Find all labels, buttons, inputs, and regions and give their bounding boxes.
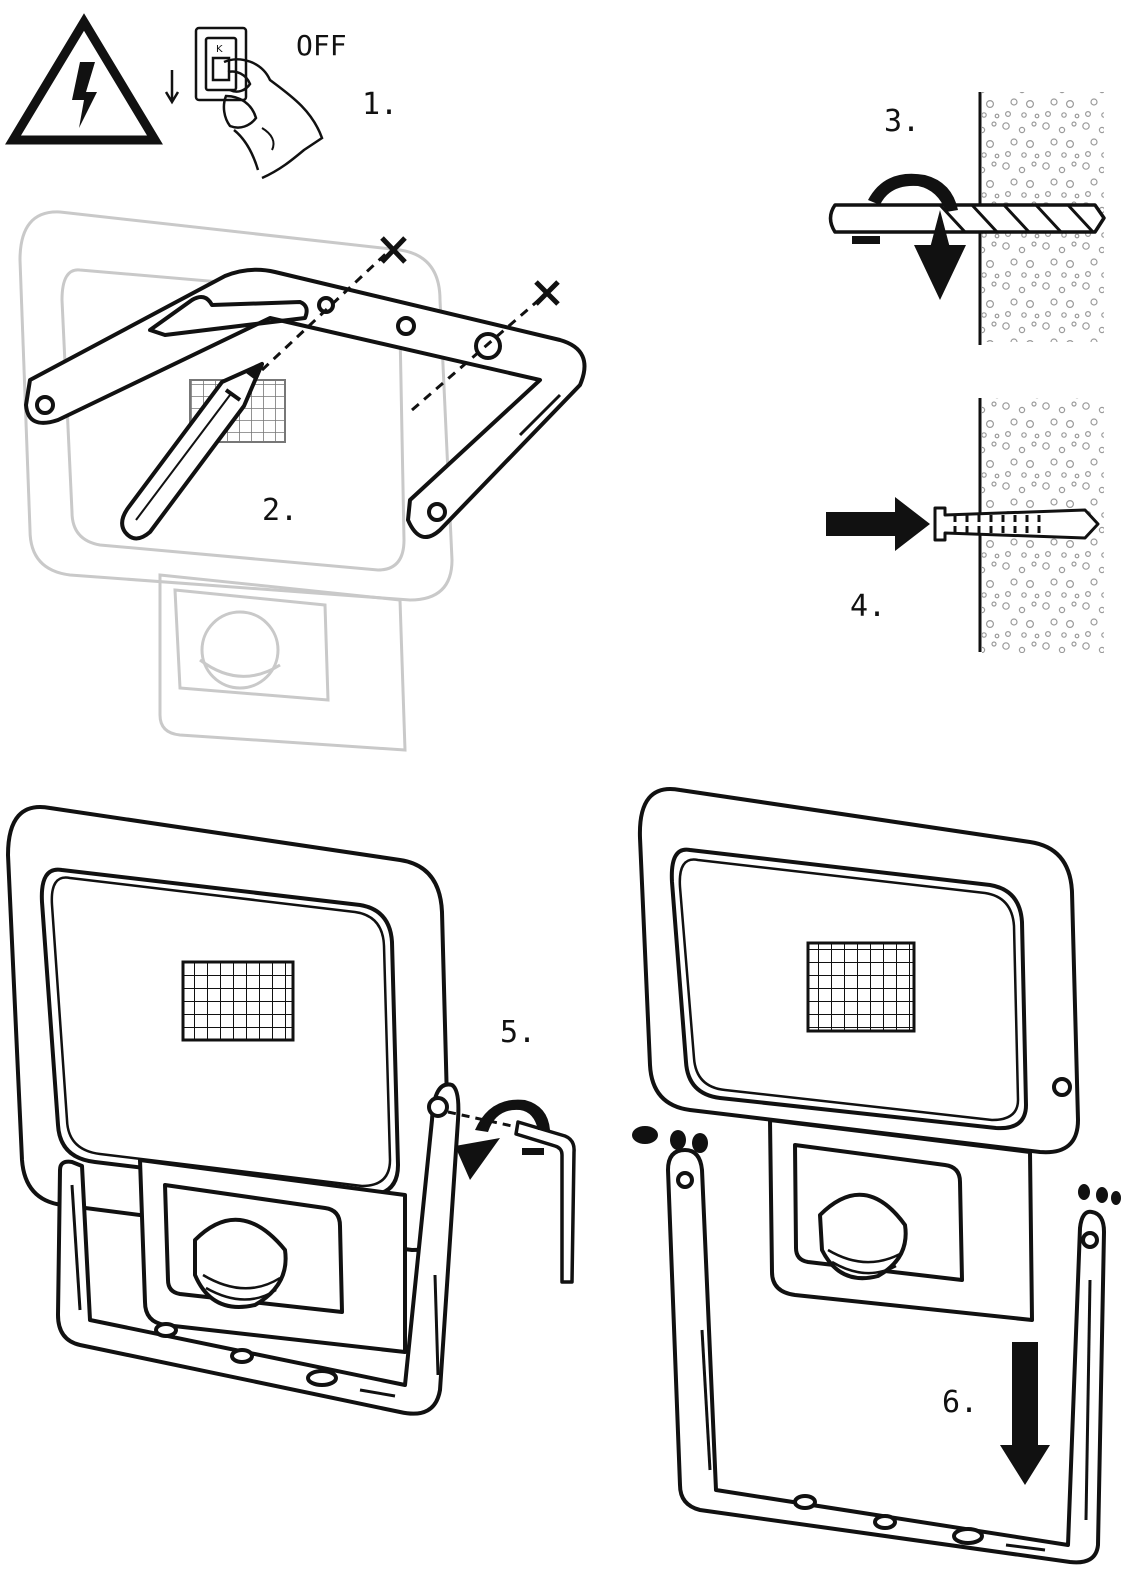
high-voltage-warning-icon: [5, 13, 163, 145]
step-6-label: 6.: [942, 1385, 979, 1420]
screw-alignment-line: [447, 1110, 513, 1128]
rotate-arrow-icon-left: [455, 1099, 550, 1180]
drill-mark-lines: [260, 236, 560, 412]
led-panel-left: [181, 960, 295, 1042]
hex-key-icon: [514, 1120, 576, 1284]
right-arrow-icon: [826, 497, 930, 551]
svg-text:K: K: [216, 44, 223, 55]
screw-icon: [632, 1126, 1121, 1205]
step-5-label: 5.: [500, 1015, 537, 1050]
floodlight-ghost-outline: [18, 210, 454, 752]
pencil-icon: [120, 362, 264, 541]
bracket-right: [666, 1148, 1106, 1565]
wall-plug-icon: [933, 506, 1100, 542]
light-switch-icon: K: [164, 26, 324, 180]
floodlight-left: [6, 805, 452, 1354]
led-panel-right: [806, 941, 916, 1033]
bracket-left: [56, 1082, 461, 1416]
step-4-label: 4.: [850, 589, 887, 624]
step-1-label: 1.: [362, 87, 399, 122]
down-arrow-icon: [1000, 1342, 1050, 1485]
rotate-arrow-icon: [852, 173, 966, 300]
step-2-label: 2.: [262, 493, 299, 528]
drill-bit-icon: [828, 203, 1106, 234]
step-3-label: 3.: [884, 104, 921, 139]
mounting-bracket: [24, 267, 587, 540]
off-label: OFF: [296, 29, 347, 62]
